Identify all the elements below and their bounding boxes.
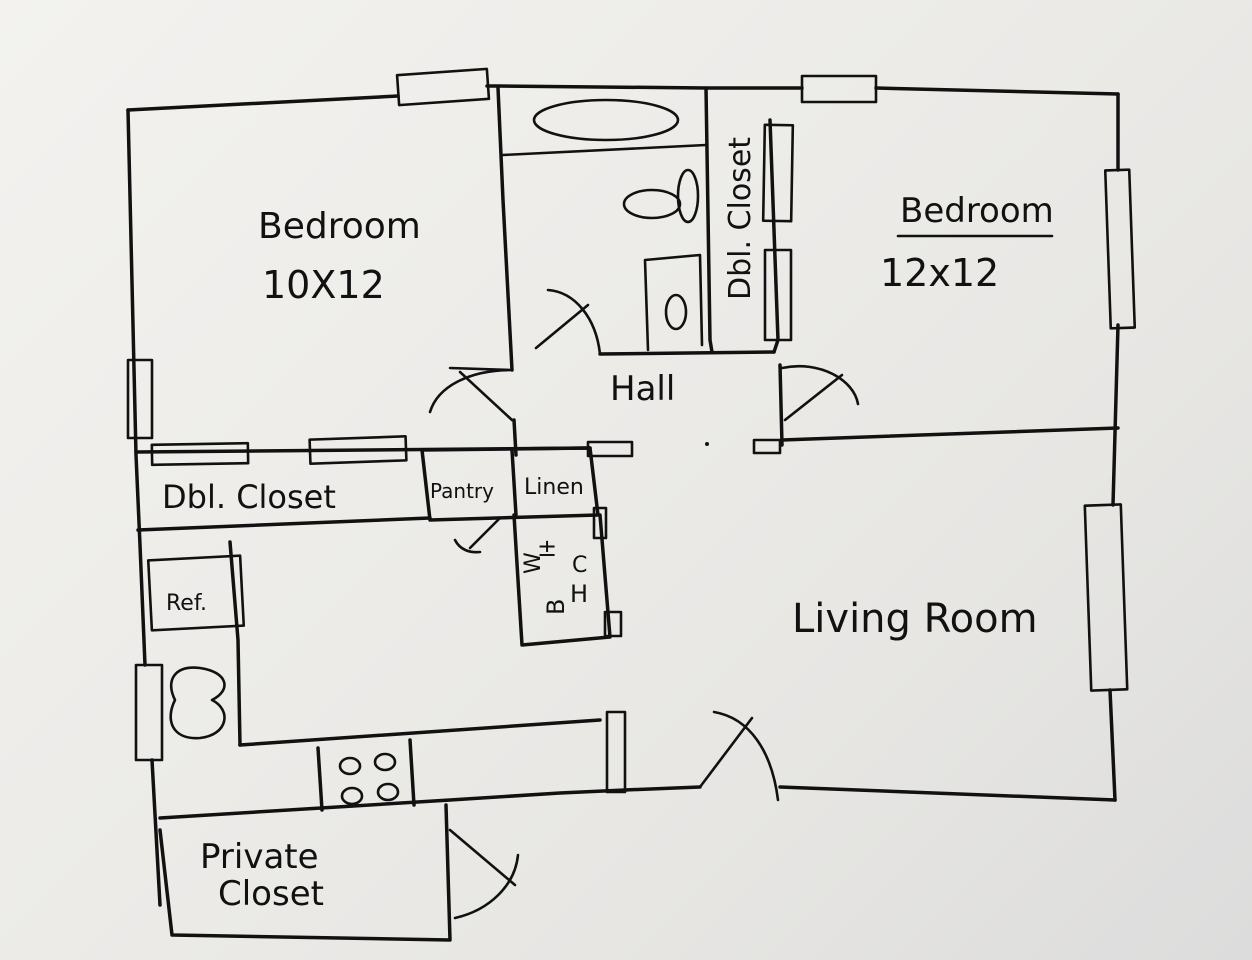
- label-appliance-char: B: [542, 599, 570, 615]
- label-appliance-char: W: [521, 552, 546, 574]
- window-right-upper: [1103, 168, 1137, 330]
- label-private-closet-1: Private: [200, 837, 319, 877]
- label-bedroom-left: Bedroom: [258, 206, 421, 247]
- door-swing-pantry: [453, 516, 502, 554]
- wall-hall-top: [598, 350, 776, 356]
- label-private-closet-2: Closet: [218, 874, 324, 914]
- linen-side-stub: [592, 506, 608, 540]
- appliance-column-stub: [603, 610, 623, 638]
- closet-slider-lower: [763, 248, 793, 342]
- door-swing-private-closet: [448, 828, 520, 920]
- outer-wall-left: [126, 108, 162, 907]
- outer-wall-top-left: [126, 84, 1120, 112]
- label-living-room: Living Room: [792, 596, 1038, 642]
- sink-vanity: [643, 253, 704, 352]
- label-appliance-char: H: [570, 580, 588, 608]
- stove-burner: [373, 752, 397, 772]
- door-swing-bath: [534, 288, 602, 356]
- door-swing-bedroom-right: [780, 364, 860, 422]
- stove-burner: [338, 756, 362, 776]
- label-bedroom-right-size: 12x12: [880, 251, 999, 295]
- wall-bath-tub: [501, 143, 708, 157]
- window-left-kitchen: [134, 663, 164, 762]
- outer-wall-right: [1108, 92, 1120, 802]
- wall-bath-closet: [704, 86, 714, 354]
- pantry-linen-box: [420, 446, 600, 522]
- wall-bedroom-bath: [496, 86, 518, 457]
- stove-burner: [340, 786, 364, 806]
- label-appliance-char: C: [572, 553, 587, 578]
- toilet-bowl-icon: [622, 188, 682, 220]
- label-dbl-closet-horizontal: Dbl. Closet: [162, 478, 336, 516]
- label-hall: Hall: [610, 369, 675, 409]
- floor-mark: [705, 442, 709, 446]
- label-linen: Linen: [524, 475, 584, 500]
- bathtub-icon: [532, 98, 680, 142]
- refrigerator-box: [146, 554, 246, 632]
- linen-door-stub: [586, 440, 634, 458]
- wall-closet-right: [768, 118, 780, 354]
- window-left-bedroom: [126, 358, 154, 440]
- door-stop-hall: [752, 438, 782, 455]
- window-top-left: [395, 67, 491, 107]
- appliance-column: [512, 513, 612, 647]
- pantry-linen-divider: [510, 448, 518, 517]
- label-appliance-char: ±: [537, 534, 557, 562]
- label-pantry: Pantry: [430, 479, 494, 503]
- stove-burner: [376, 782, 400, 802]
- wall-bedroom-right-left: [778, 363, 784, 447]
- closet-door-right: [308, 435, 408, 465]
- bath-sink-icon: [664, 293, 688, 331]
- door-swing-front: [698, 710, 780, 802]
- window-top-right: [800, 74, 878, 104]
- window-right-lower: [1083, 503, 1129, 692]
- closet-slider-upper: [761, 123, 795, 223]
- closet-door-left: [150, 441, 250, 467]
- sink-icon: [169, 666, 226, 740]
- label-refrigerator: Ref.: [166, 591, 207, 616]
- label-bedroom-left-size: 10X12: [262, 263, 385, 307]
- outer-wall-bottom: [238, 718, 1117, 802]
- window-bottom: [605, 710, 627, 794]
- toilet-tank-icon: [676, 168, 700, 224]
- wall-bedroom-right-bottom: [780, 426, 1120, 442]
- closet-bottom-wall: [136, 516, 432, 532]
- outer-wall-bottom-kitchen: [158, 788, 627, 820]
- label-bedroom-right: Bedroom: [900, 191, 1054, 231]
- private-closet-walls: [158, 803, 452, 942]
- door-swing-bedroom-left: [428, 366, 514, 422]
- stove-counter: [316, 738, 416, 812]
- kitchen-wall-left: [228, 540, 242, 747]
- label-dbl-closet-vertical: Dbl. Closet: [723, 137, 758, 300]
